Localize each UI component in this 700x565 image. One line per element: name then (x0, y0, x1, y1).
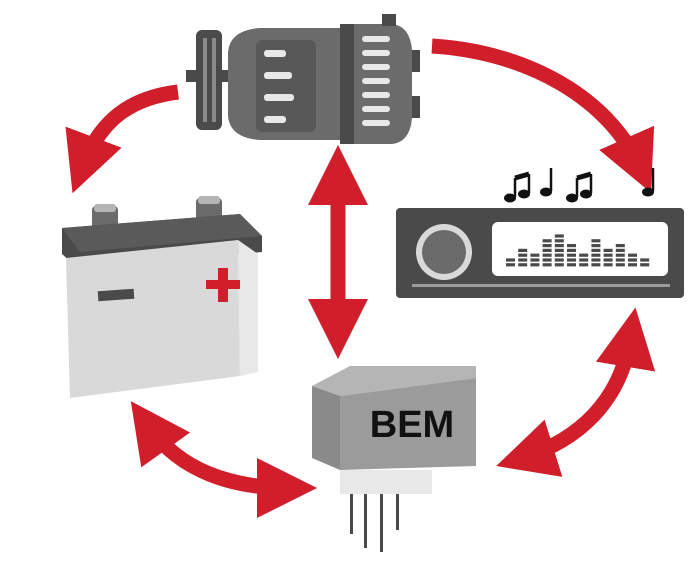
equalizer-segment (567, 263, 576, 267)
equalizer-segment (530, 258, 540, 262)
equalizer-segment (615, 244, 625, 248)
alternator-icon (186, 14, 420, 144)
equalizer-segment (567, 248, 576, 252)
flow-arrows (65, 38, 656, 518)
equalizer-segment (542, 263, 552, 267)
equalizer-segment (640, 258, 650, 262)
arrow-alternator-to-battery (65, 84, 180, 194)
equalizer-segment (628, 253, 637, 257)
equalizer-segment (628, 258, 637, 262)
equalizer-segment (579, 253, 589, 257)
equalizer-segment (554, 244, 564, 248)
equalizer-segment (542, 244, 552, 248)
equalizer-segment (579, 263, 589, 267)
control-module-icon: BEM (312, 366, 476, 552)
equalizer-segment (640, 263, 650, 267)
equalizer-segment (542, 248, 552, 252)
equalizer-segment (567, 244, 576, 248)
equalizer-segment (506, 258, 515, 262)
equalizer-segment (603, 258, 613, 262)
equalizer-segment (615, 263, 625, 267)
equalizer-segment (567, 253, 576, 257)
equalizer-segment (518, 253, 528, 257)
equalizer-segment (518, 248, 528, 252)
equalizer-segment (591, 253, 601, 257)
equalizer-segment (591, 263, 601, 267)
arrow-alternator-to-radio (431, 38, 655, 193)
equalizer-segment (554, 263, 564, 267)
equalizer-segment (567, 258, 576, 262)
equalizer-segment (518, 263, 528, 267)
arrow-radio-bem-bidirectional (496, 307, 656, 477)
equalizer-segment (579, 258, 589, 262)
equalizer-segment (554, 253, 564, 257)
car-radio-icon (396, 208, 684, 298)
arrow-battery-bem-bidirectional (130, 401, 317, 518)
equalizer-segment (591, 248, 601, 252)
equalizer-segment (518, 258, 528, 262)
equalizer-segment (554, 234, 564, 238)
equalizer-segment (603, 263, 613, 267)
equalizer-segment (554, 248, 564, 252)
equalizer-segment (591, 258, 601, 262)
battery-icon (62, 196, 262, 398)
equalizer-segment (542, 258, 552, 262)
equalizer-bars (506, 234, 650, 267)
equalizer-segment (506, 263, 515, 267)
plus-sign-icon (206, 268, 240, 302)
equalizer-segment (530, 253, 540, 257)
equalizer-segment (615, 248, 625, 252)
equalizer-segment (530, 263, 540, 267)
equalizer-segment (628, 263, 637, 267)
equalizer-segment (554, 258, 564, 262)
equalizer-segment (542, 253, 552, 257)
equalizer-segment (603, 253, 613, 257)
bem-label: BEM (370, 404, 454, 446)
equalizer-segment (554, 239, 564, 243)
equalizer-segment (542, 239, 552, 243)
music-notes-icon (504, 168, 655, 203)
equalizer-segment (591, 244, 601, 248)
equalizer-segment (603, 248, 613, 252)
equalizer-segment (615, 258, 625, 262)
equalizer-segment (591, 239, 601, 243)
equalizer-segment (615, 253, 625, 257)
